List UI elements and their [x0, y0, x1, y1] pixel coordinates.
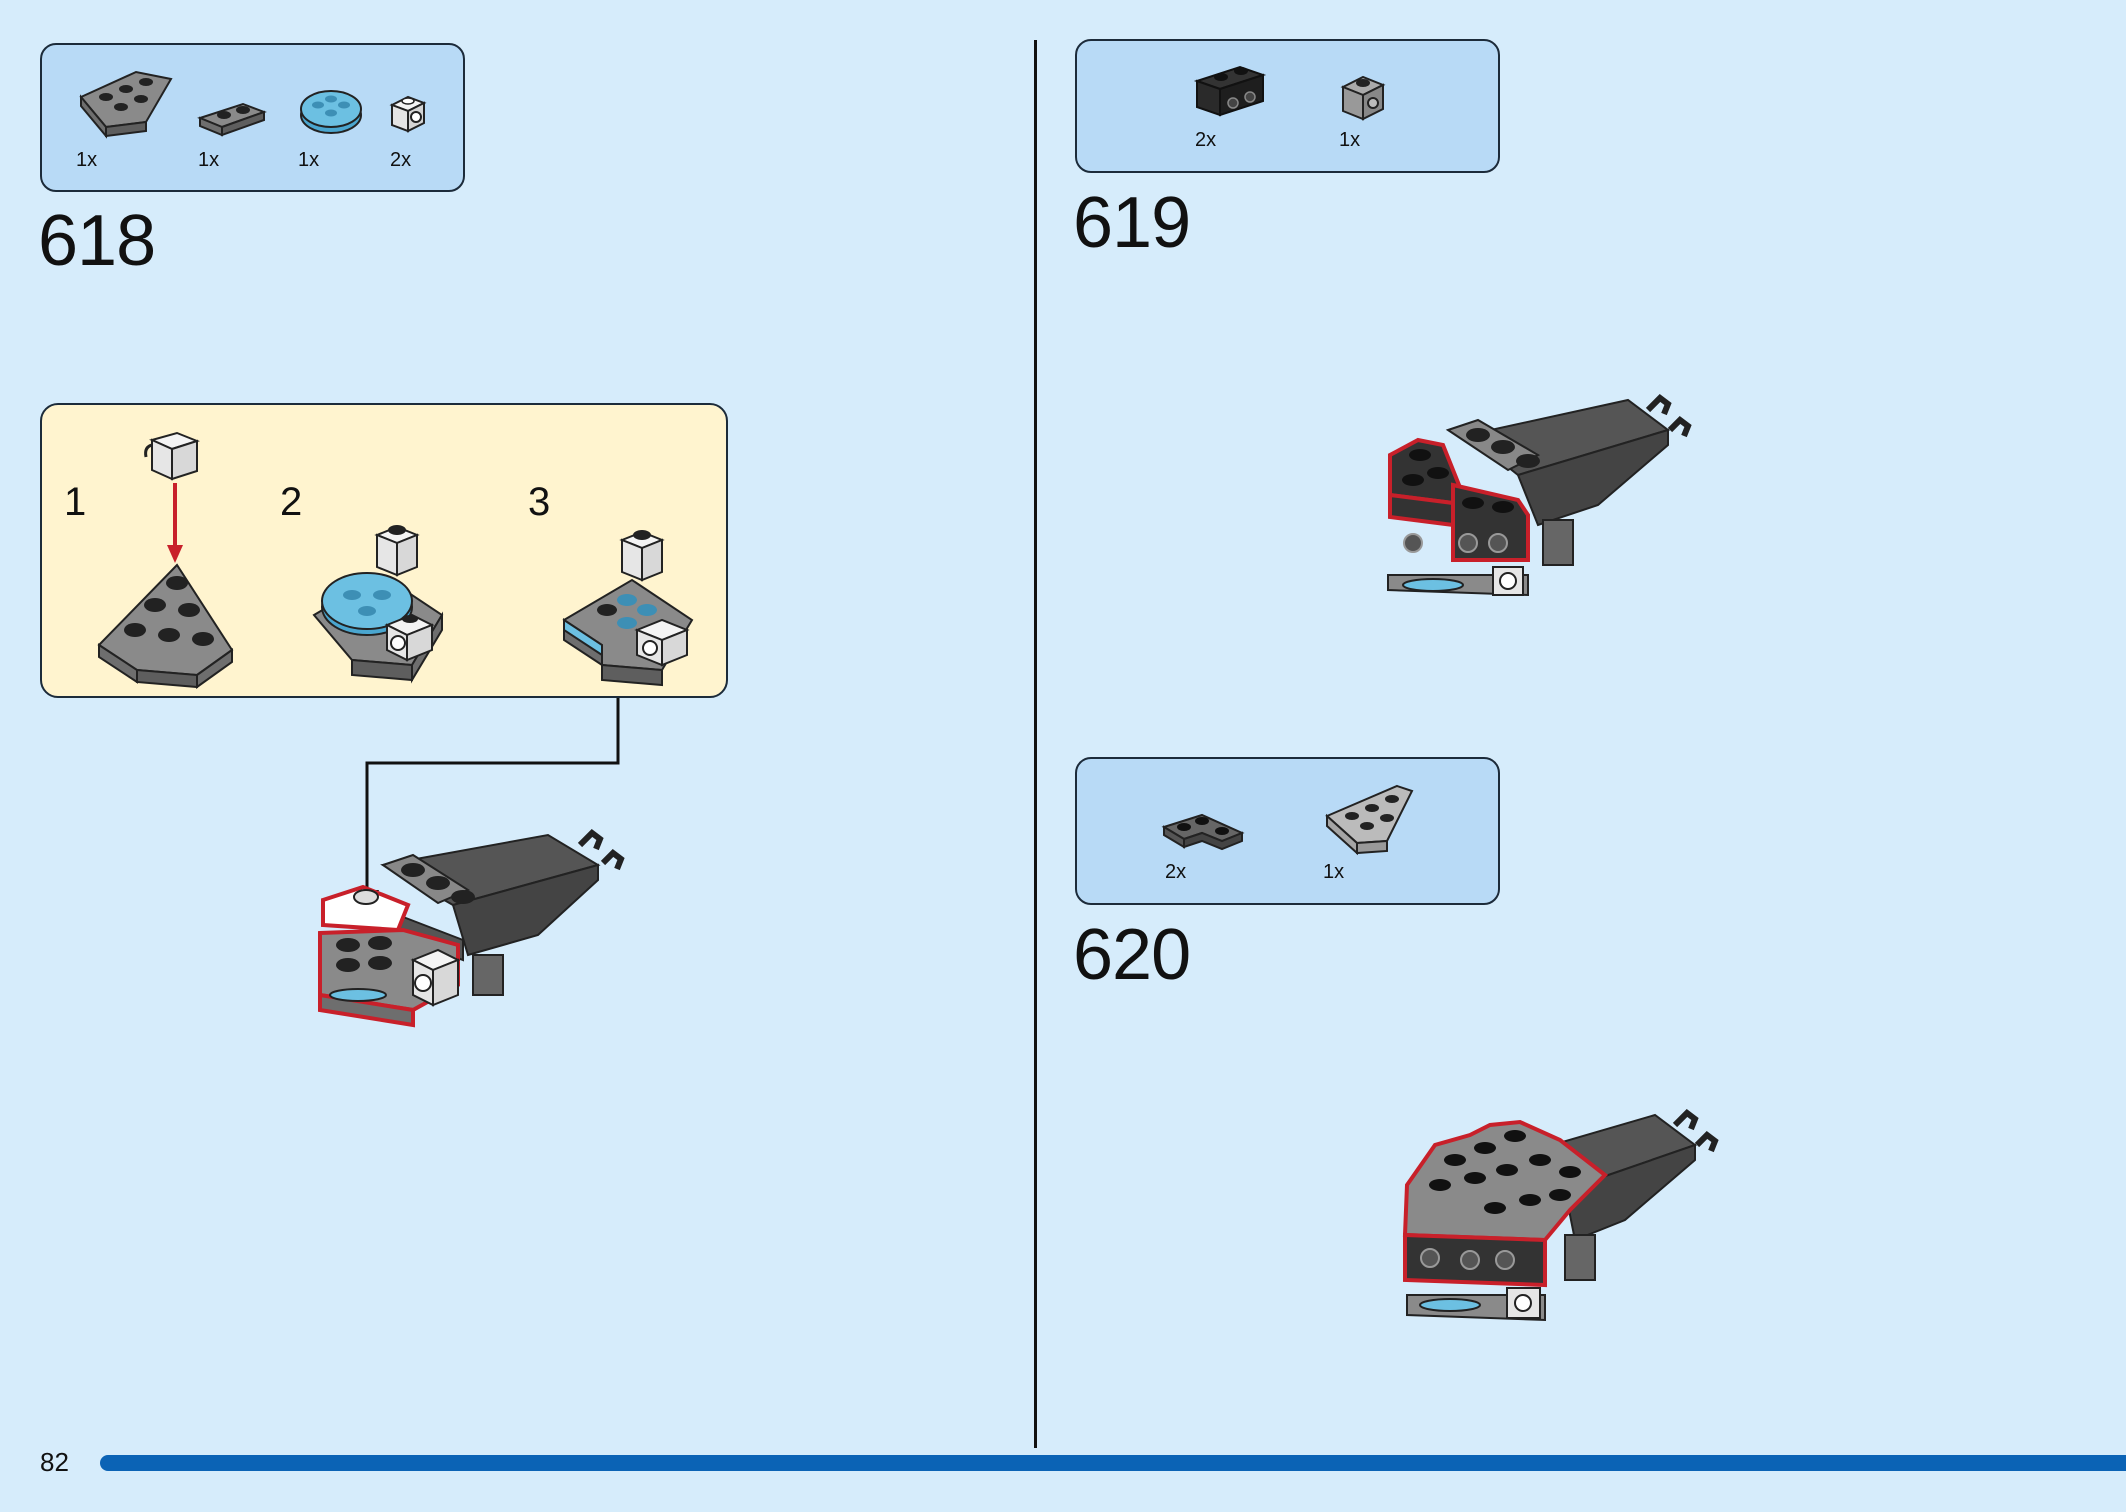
parts-box-618: 1x 1x 1x 2x	[40, 43, 465, 192]
step-619-model-illustration	[1387, 394, 1692, 597]
round-plate-blue-icon	[300, 90, 362, 134]
wedge-plate-gray-icon	[79, 70, 173, 139]
part-qty: 1x	[1323, 861, 1345, 883]
page-number: 82	[40, 1447, 69, 1477]
brick-1x2-black-icon	[1193, 65, 1267, 117]
brick-stud-white-icon	[389, 95, 427, 133]
substep-1-illustration	[97, 431, 234, 689]
corner-plate-gray-icon	[1161, 813, 1245, 851]
step-number-618: 618	[38, 201, 156, 281]
subassembly-box: 1 2 3	[40, 403, 728, 698]
parts-box-619: 2x 1x	[1075, 39, 1500, 173]
step-618-model-illustration	[318, 829, 625, 1028]
step-number-619: 619	[1073, 183, 1191, 263]
part-qty: 2x	[390, 149, 412, 171]
part-qty: 1x	[298, 149, 320, 171]
step-620-model-illustration	[1402, 1109, 1719, 1322]
substep-3-illustration	[562, 530, 694, 687]
progress-bar	[100, 1455, 2126, 1471]
substep-2-illustration	[312, 525, 444, 684]
brick-1x1-gray-icon	[1340, 75, 1386, 121]
part-qty: 1x	[76, 149, 98, 171]
part-qty: 2x	[1165, 861, 1187, 883]
substep-number: 3	[528, 480, 551, 524]
parts-box-620: 2x 1x	[1075, 757, 1500, 905]
wedge-plate-light-gray-icon	[1325, 784, 1414, 856]
step-number-620: 620	[1073, 915, 1191, 995]
substep-number: 1	[64, 480, 87, 524]
substep-number: 2	[280, 480, 303, 524]
plate-1x2-gray-icon	[197, 102, 267, 137]
part-qty: 1x	[1339, 129, 1361, 151]
part-qty: 1x	[198, 149, 220, 171]
part-qty: 2x	[1195, 129, 1217, 151]
page-divider	[1034, 40, 1037, 1448]
